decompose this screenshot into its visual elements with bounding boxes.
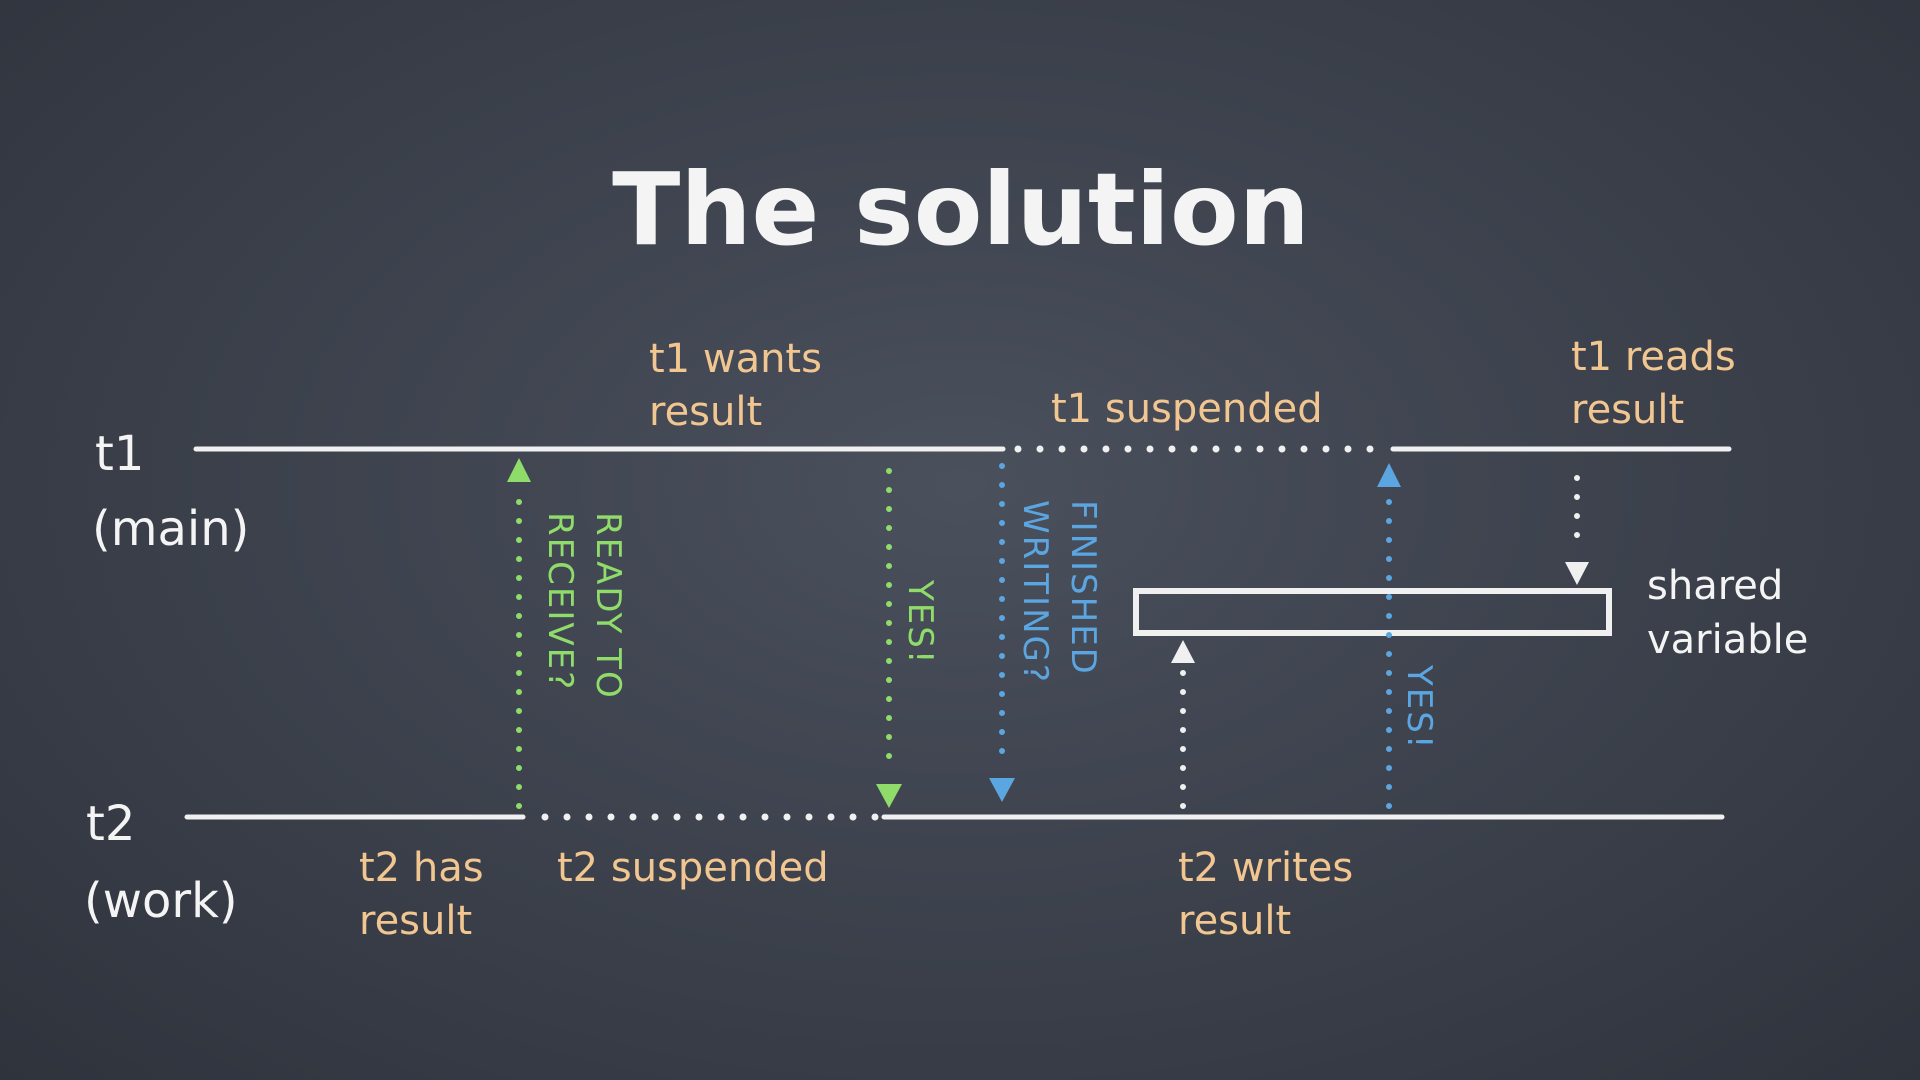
slide-title: The solution [612, 151, 1310, 268]
arrow-down-icon [989, 778, 1015, 802]
t2-writes-line-2: result [1178, 898, 1291, 944]
ready-line-2: RECEIVE? [540, 512, 580, 691]
yes-green-message: YES! [900, 579, 940, 665]
finished-arrow [989, 463, 1015, 802]
yes-green-arrow [876, 468, 902, 808]
t1-role: (main) [92, 501, 249, 557]
ready-message: READY TO RECEIVE? [540, 512, 628, 700]
finished-line-1: FINISHED [1063, 500, 1103, 676]
t2-has-line-1: t2 has [359, 845, 484, 891]
t1-wants-line-1: t1 wants [649, 336, 822, 382]
yes-blue-text: YES! [1399, 664, 1439, 750]
shared-variable-line-2: variable [1647, 617, 1808, 663]
arrow-up-icon [507, 458, 531, 482]
t1-reads-line-1: t1 reads [1571, 334, 1736, 380]
ready-arrow [507, 458, 531, 809]
arrow-down-icon [876, 784, 902, 808]
arrow-up-icon [1171, 640, 1195, 663]
t1-label: t1 [95, 426, 144, 482]
t2-label: t2 [86, 796, 135, 852]
yes-blue-arrow [1377, 463, 1401, 809]
yes-green-text: YES! [900, 579, 940, 665]
shared-variable-line-1: shared [1647, 563, 1783, 609]
t1-reads-line-2: result [1571, 387, 1684, 433]
t2-suspended-label: t2 suspended [557, 845, 829, 891]
t1-suspended-label: t1 suspended [1051, 386, 1323, 432]
read-arrow [1565, 475, 1589, 585]
t2-writes-line-1: t2 writes [1178, 845, 1353, 891]
shared-variable-box [1133, 588, 1612, 636]
t2-role: (work) [84, 873, 238, 929]
arrow-down-icon [1565, 562, 1589, 585]
finished-line-2: WRITING? [1015, 500, 1055, 684]
write-arrow [1171, 640, 1195, 809]
ready-line-1: READY TO [588, 512, 628, 700]
finished-message: FINISHED WRITING? [1015, 500, 1103, 684]
arrow-up-icon [1377, 463, 1401, 487]
t2-has-line-2: result [359, 898, 472, 944]
yes-blue-message: YES! [1399, 664, 1439, 750]
t1-wants-line-2: result [649, 389, 762, 435]
